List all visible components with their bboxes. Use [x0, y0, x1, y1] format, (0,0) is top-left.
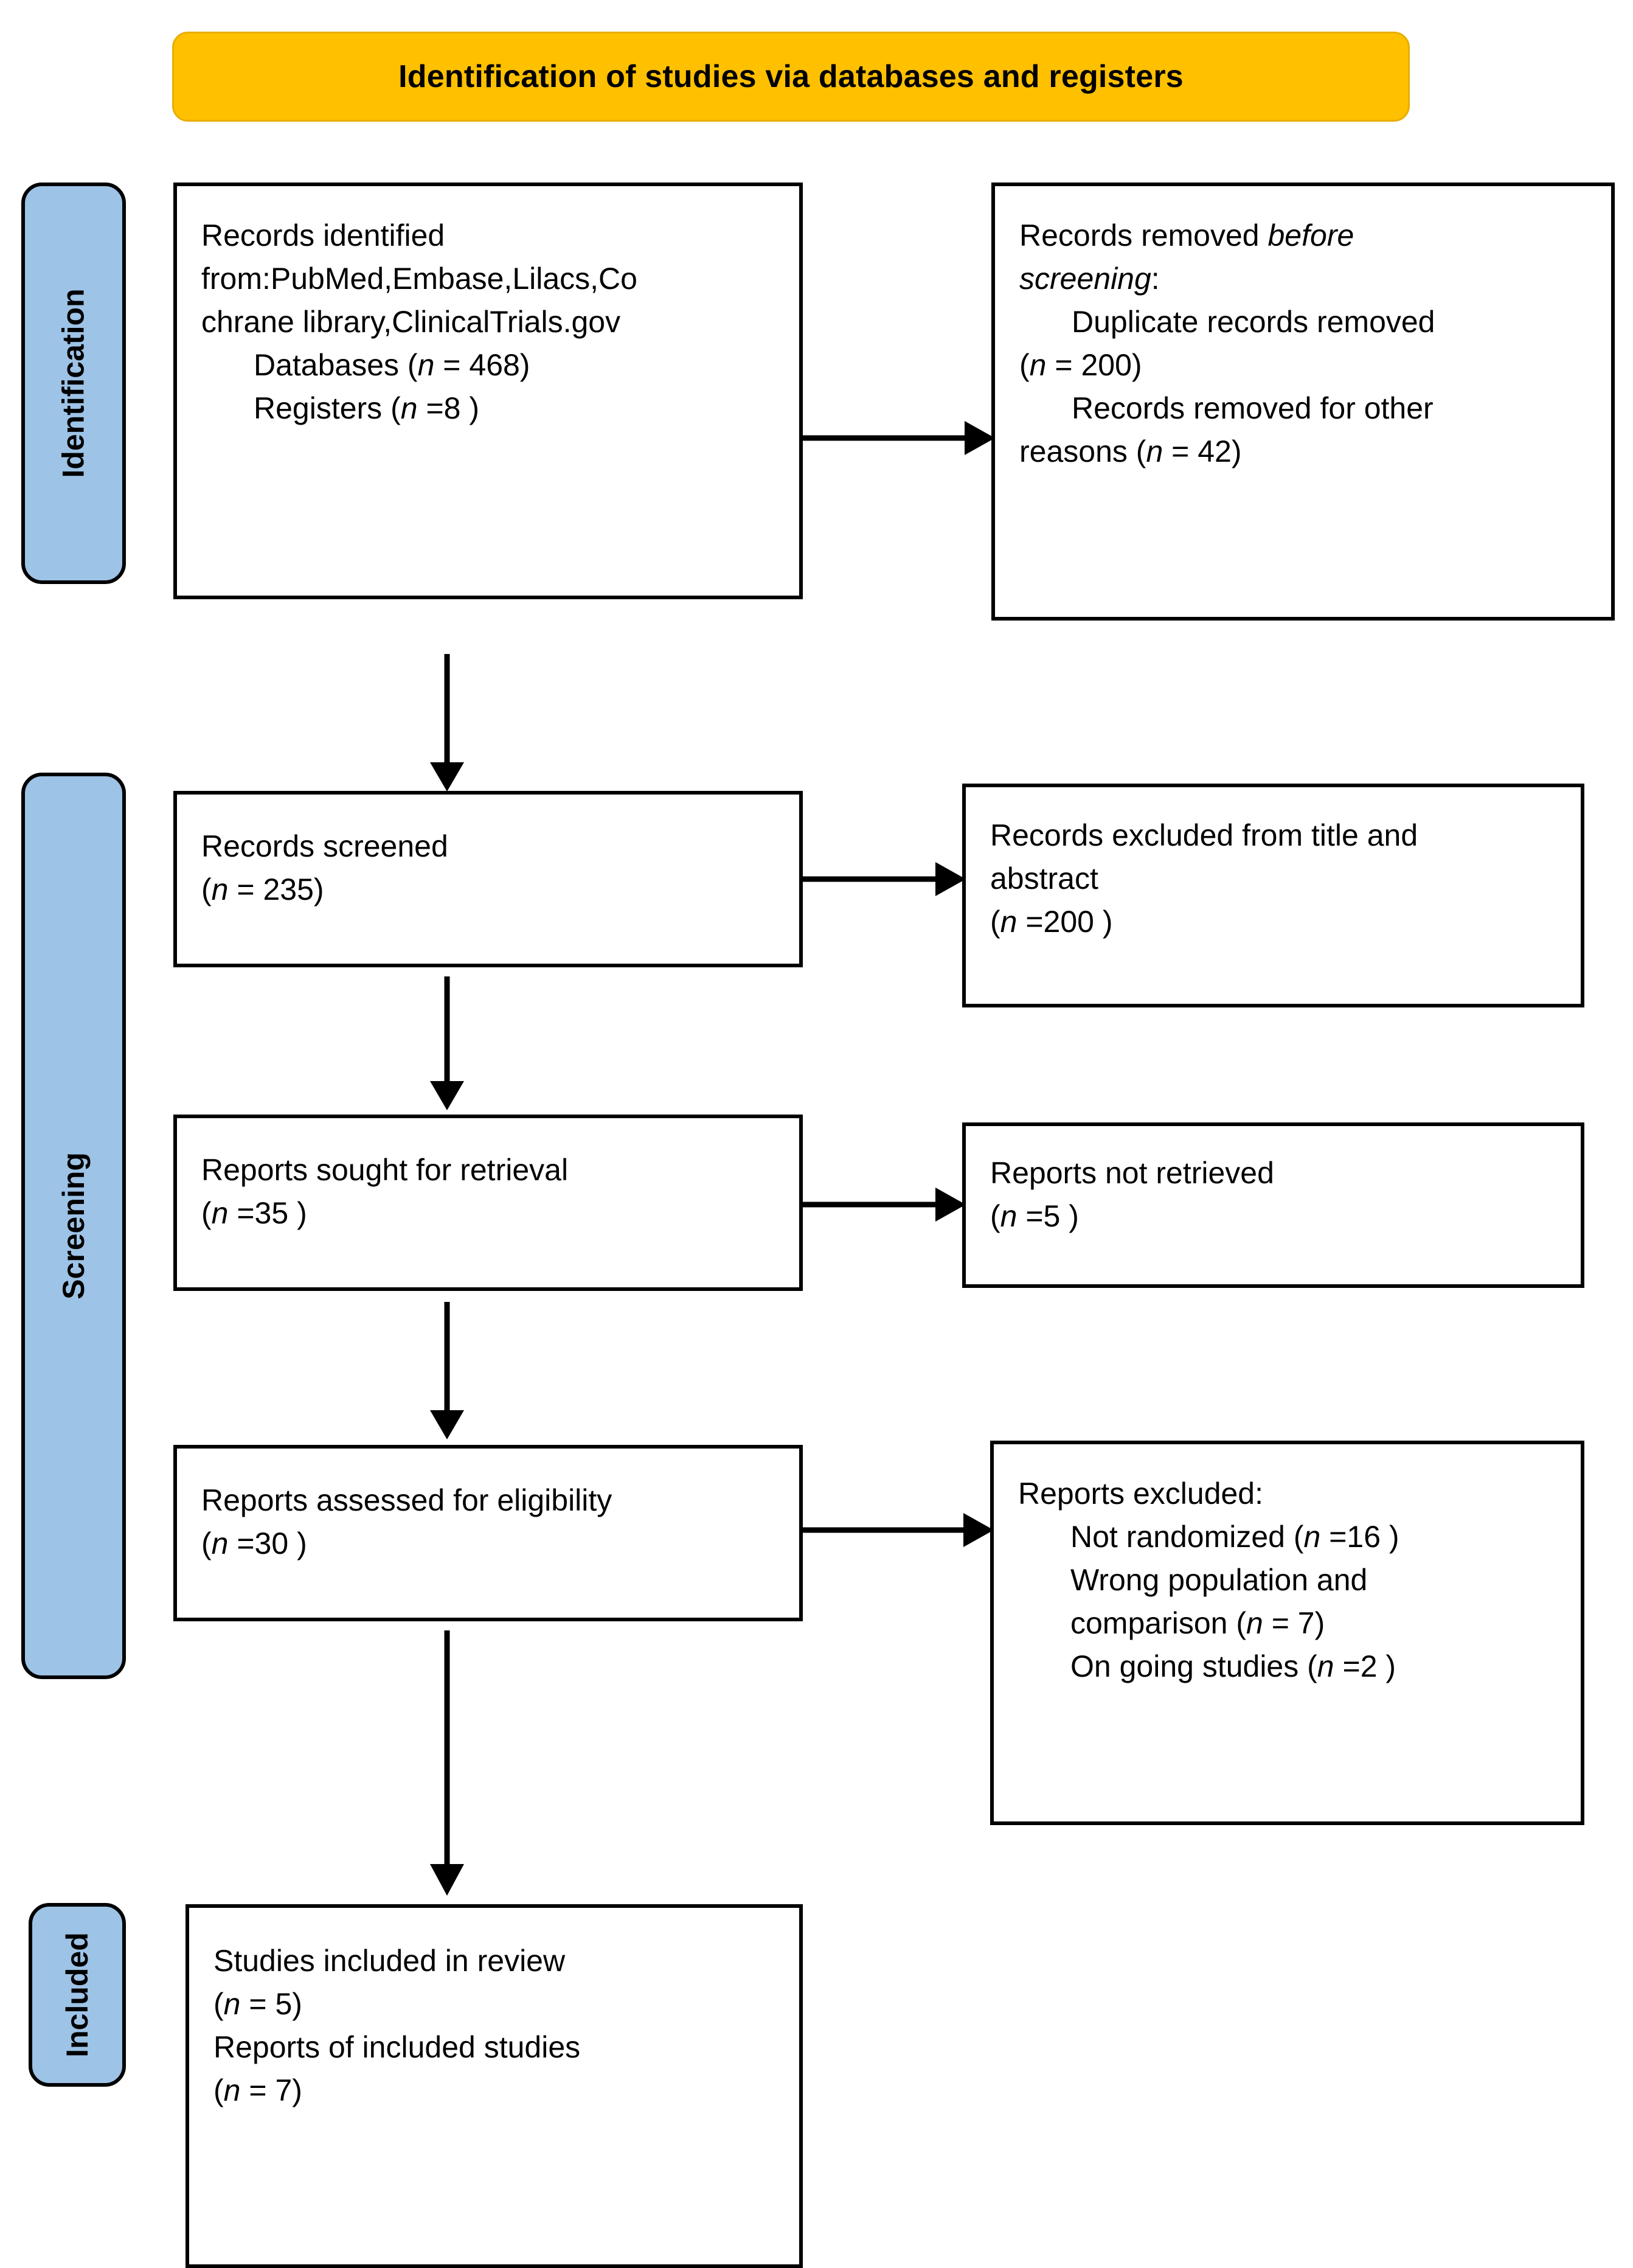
box-reports-sought: Reports sought for retrieval (n =35 ) — [173, 1115, 803, 1291]
italic-n: n — [400, 391, 418, 425]
page-title: Identification of studies via databases … — [398, 59, 1184, 94]
reports-not-retrieved-line-1: Reports not retrieved — [990, 1156, 1274, 1190]
stage-label-identification: Identification — [57, 288, 91, 478]
records-removed-other-count: reasons (n = 42) — [1019, 434, 1242, 468]
reports-assessed-count: (n =30 ) — [201, 1526, 307, 1560]
italic-n: n — [1303, 1520, 1321, 1554]
italic-n: n — [1146, 434, 1163, 468]
reports-sought-line-1: Reports sought for retrieval — [201, 1153, 569, 1187]
box-studies-included: Studies included in review (n = 5) Repor… — [185, 1904, 803, 2268]
reports-assessed-line-1: Reports assessed for eligibility — [201, 1483, 612, 1517]
italic-n: n — [211, 1526, 229, 1560]
stage-label-included: Included — [60, 1932, 95, 2058]
italic-n: n — [223, 2073, 241, 2107]
box-reports-assessed: Reports assessed for eligibility (n =30 … — [173, 1445, 803, 1621]
box-records-identified: Records identified from:PubMed,Embase,Li… — [173, 183, 803, 599]
italic-screening: screening — [1019, 262, 1151, 296]
records-identified-databases: Databases (n = 468) — [254, 348, 530, 382]
records-identified-line-3: chrane library,ClinicalTrials.gov — [201, 305, 621, 339]
arrow-assessed-to-included — [426, 1630, 468, 1897]
records-removed-duplicates-count: (n = 200) — [1019, 348, 1142, 382]
arrow-screened-to-excluded — [802, 858, 967, 900]
italic-n: n — [1246, 1606, 1263, 1640]
stage-band-screening: Screening — [21, 773, 126, 1679]
reports-excluded-ongoing: On going studies (n =2 ) — [1070, 1649, 1396, 1683]
box-records-excluded: Records excluded from title and abstract… — [962, 784, 1584, 1007]
reports-excluded-comparison: comparison (n = 7) — [1070, 1606, 1325, 1640]
records-removed-duplicates-label: Duplicate records removed — [1072, 305, 1435, 339]
records-excluded-count: (n =200 ) — [990, 905, 1113, 939]
arrow-screened-to-sought — [426, 976, 468, 1111]
records-screened-line-1: Records screened — [201, 829, 448, 863]
italic-n: n — [1317, 1649, 1334, 1683]
studies-included-reports-count: (n = 7) — [213, 2073, 302, 2107]
italic-n: n — [417, 348, 435, 382]
box-reports-not-retrieved: Reports not retrieved (n =5 ) — [962, 1122, 1584, 1288]
arrow-identified-to-removed — [802, 417, 996, 459]
arrow-sought-to-not-retrieved — [802, 1183, 967, 1226]
stage-label-screening: Screening — [57, 1152, 91, 1299]
records-screened-count: (n = 235) — [201, 872, 324, 906]
arrow-sought-to-assessed — [426, 1302, 468, 1441]
records-excluded-line-1: Records excluded from title and — [990, 818, 1418, 852]
reports-excluded-wrong-population: Wrong population and — [1070, 1563, 1368, 1597]
italic-before: before — [1267, 218, 1354, 252]
box-records-screened: Records screened (n = 235) — [173, 791, 803, 967]
italic-n: n — [223, 1987, 241, 2021]
reports-excluded-line-1: Reports excluded: — [1018, 1477, 1264, 1511]
stage-band-included: Included — [29, 1903, 126, 2087]
stage-band-identification: Identification — [21, 183, 126, 584]
records-removed-other-label: Records removed for other — [1072, 391, 1434, 425]
studies-included-reports-label: Reports of included studies — [213, 2030, 581, 2064]
records-removed-line-2: screening: — [1019, 262, 1160, 296]
studies-included-count: (n = 5) — [213, 1987, 302, 2021]
records-excluded-line-2: abstract — [990, 861, 1098, 896]
reports-excluded-not-randomized: Not randomized (n =16 ) — [1070, 1520, 1399, 1554]
records-identified-line-1: Records identified — [201, 218, 445, 252]
records-removed-line-1: Records removed before — [1019, 218, 1354, 252]
records-identified-line-2: from:PubMed,Embase,Lilacs,Co — [201, 262, 637, 296]
italic-n: n — [211, 872, 229, 906]
arrow-identified-to-screened — [426, 654, 468, 793]
records-identified-registers: Registers (n =8 ) — [254, 391, 479, 425]
italic-n: n — [1000, 905, 1018, 939]
italic-n: n — [1029, 348, 1047, 382]
diagram-header-banner: Identification of studies via databases … — [172, 32, 1410, 122]
italic-n: n — [1000, 1199, 1018, 1233]
reports-sought-count: (n =35 ) — [201, 1196, 307, 1230]
italic-n: n — [211, 1196, 229, 1230]
reports-not-retrieved-count: (n =5 ) — [990, 1199, 1079, 1233]
box-reports-excluded: Reports excluded: Not randomized (n =16 … — [990, 1441, 1584, 1825]
arrow-assessed-to-excluded — [802, 1509, 995, 1551]
box-records-removed: Records removed before screening: Duplic… — [991, 183, 1615, 621]
studies-included-line-1: Studies included in review — [213, 1944, 566, 1978]
